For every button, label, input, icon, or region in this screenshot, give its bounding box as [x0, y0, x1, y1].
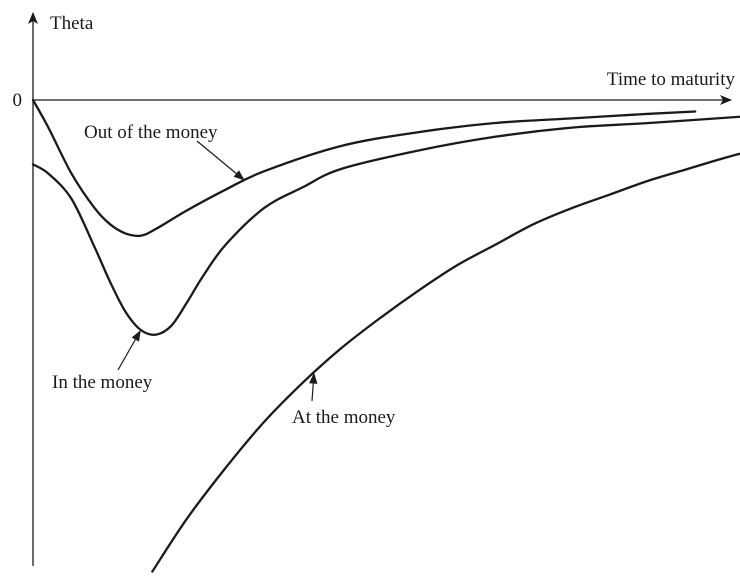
pointer-line-out-of-the-money	[196, 140, 237, 174]
pointer-arrowhead-at-the-money	[309, 372, 318, 384]
pointer-line-in-the-money	[117, 339, 136, 371]
annotation-in-the-money: In the money	[52, 372, 153, 393]
pointer-arrowhead-in-the-money	[131, 330, 141, 342]
axes	[28, 12, 732, 566]
series-line-at-the-money	[151, 152, 740, 573]
annotation-out-of-the-money: Out of the money	[84, 122, 218, 143]
y-axis-label: Theta	[50, 13, 94, 34]
series-line-out-of-the-money	[31, 98, 697, 238]
annotation-layer: Out of the money In the money At the money	[52, 122, 396, 428]
pointer-line-at-the-money	[311, 383, 314, 402]
series-layer	[31, 98, 740, 573]
pointer-arrowhead-out-of-the-money	[233, 170, 245, 181]
annotation-at-the-money: At the money	[292, 407, 396, 428]
y-zero-tick-label: 0	[13, 90, 23, 111]
series-line-in-the-money	[31, 115, 740, 336]
x-axis-label: Time to maturity	[607, 69, 736, 90]
